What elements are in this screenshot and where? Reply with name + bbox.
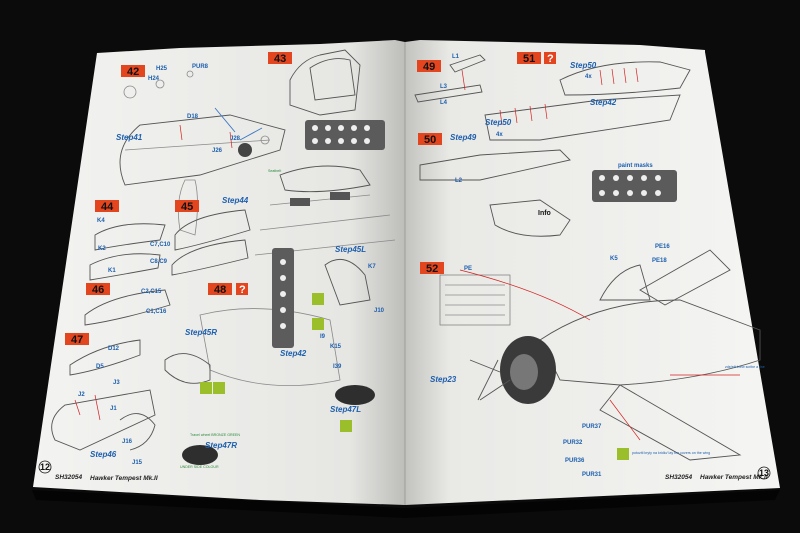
part-label: K15 <box>330 344 342 350</box>
info-label: Info <box>538 210 551 217</box>
part-label: PE16 <box>655 244 670 250</box>
multiplier: 4x <box>496 132 503 138</box>
step-ref: Step47R <box>205 441 237 450</box>
part-label: PUR36 <box>565 458 585 464</box>
paint-masks-label: paint masks <box>618 163 653 169</box>
part-label: C2,C15 <box>141 289 162 295</box>
step-42: 42 PUR8 H25 H24 D18 J28 J26 Step41 <box>116 64 286 236</box>
part-label: PUR31 <box>582 472 602 478</box>
step-ref: Step47L <box>330 405 361 414</box>
step-47-number: 47 <box>71 334 83 346</box>
part-label: L2 <box>455 178 463 184</box>
step-47: 47 D12 D5 J3 J2 J1 J16 J15 Step46 <box>51 333 156 466</box>
note: zde/eft brew scribe a line <box>725 365 765 369</box>
step-52: 52 Step23 K5 PE PE16 PE18 PUR37 PUR32 PU… <box>420 244 765 478</box>
part-label: J2 <box>78 392 85 398</box>
kit-title: Hawker Tempest Mk.II <box>700 474 768 481</box>
right-footer: SH32054 Hawker Tempest Mk.II 13 <box>665 466 771 481</box>
part-label: J3 <box>113 380 120 386</box>
step-ref: Step50 <box>570 61 597 70</box>
part-label: PUR37 <box>582 424 602 430</box>
step-50: 50 Step50 4x Step49 Step42 L2 Info paint… <box>418 94 681 237</box>
step-49-number: 49 <box>423 61 435 73</box>
step-46: 46 C2,C15 C1,C16 <box>84 283 171 326</box>
step-48-number: 48 <box>214 284 226 296</box>
part-label: PUR32 <box>563 440 583 446</box>
part-label: PUR8 <box>192 64 209 70</box>
part-label: K4 <box>97 218 105 224</box>
part-label: H25 <box>156 66 168 72</box>
right-page <box>405 40 780 505</box>
note: Seatbelt <box>268 169 281 173</box>
part-label: C7,C10 <box>150 242 171 248</box>
part-label: L1 <box>452 54 460 60</box>
step-49: 49 L1 L3 L4 <box>414 54 486 106</box>
step-43: 43 Seatbelt <box>254 49 396 256</box>
part-label: I39 <box>333 364 342 370</box>
page-number: 12 <box>40 462 50 472</box>
left-footer: 12 SH32054 Hawker Tempest Mk.II <box>38 460 158 482</box>
kit-code: SH32054 <box>55 474 82 481</box>
step-ref: Step23 <box>430 375 457 384</box>
part-label: C8,C9 <box>150 259 168 265</box>
part-label: J28 <box>230 136 241 142</box>
part-label: L4 <box>440 100 448 106</box>
svg-text:?: ? <box>239 284 246 296</box>
part-label: J15 <box>132 460 143 466</box>
svg-text:?: ? <box>547 53 554 65</box>
part-label: C1,C16 <box>146 309 167 315</box>
step-51: 51 ? Step50 4x <box>517 52 691 96</box>
part-label: K5 <box>610 256 618 262</box>
step-ref: Step42 <box>280 349 307 358</box>
step-ref: Step41 <box>116 133 143 142</box>
step-45-number: 45 <box>181 201 193 213</box>
step-44: 44 K4 K2 K1 <box>89 200 166 281</box>
part-label: D12 <box>108 346 120 352</box>
part-label: H24 <box>148 76 160 82</box>
note: potoziti kryty na kridlo/ lay the covers… <box>632 451 710 455</box>
part-label: PE18 <box>652 258 667 264</box>
step-51-number: 51 <box>523 53 535 65</box>
part-label: D18 <box>187 114 199 120</box>
part-label: K2 <box>98 246 106 252</box>
step-44-number: 44 <box>101 201 114 213</box>
part-label: J10 <box>374 308 385 314</box>
note: UNDER SIDE COLOUR <box>180 465 219 469</box>
part-label: PE <box>464 266 472 272</box>
multiplier: 4x <box>585 74 592 80</box>
step-ref: Step45R <box>185 328 217 337</box>
step-ref: Step45L <box>335 245 366 254</box>
step-52-number: 52 <box>426 263 438 275</box>
step-45: 45 Step44 C7,C10 C8,C9 <box>150 196 251 276</box>
part-label: D5 <box>96 364 104 370</box>
part-label: K1 <box>108 268 116 274</box>
step-46-number: 46 <box>92 284 104 296</box>
step-ref: Step49 <box>450 133 477 142</box>
step-ref: Step42 <box>590 98 617 107</box>
page-number: 13 <box>759 468 769 478</box>
step-ref: Step46 <box>90 450 117 459</box>
part-label: J16 <box>122 439 133 445</box>
step-43-number: 43 <box>274 53 286 65</box>
note: Travel wheel BRONZE GREEN <box>190 433 240 437</box>
step-ref: Step44 <box>222 196 249 205</box>
left-page <box>33 40 405 505</box>
step-ref: Step50 <box>485 118 512 127</box>
part-label: I9 <box>320 334 326 340</box>
step-42-number: 42 <box>127 66 139 78</box>
part-label: J26 <box>212 148 223 154</box>
kit-code: SH32054 <box>665 474 692 481</box>
kit-title: Hawker Tempest Mk.II <box>90 475 158 482</box>
part-label: J1 <box>110 406 117 412</box>
step-48: 48 ? Step45R Step45L Step42 Step47L Step… <box>164 245 385 469</box>
part-label: K7 <box>368 264 376 270</box>
step-50-number: 50 <box>424 134 436 146</box>
part-label: L3 <box>440 84 448 90</box>
